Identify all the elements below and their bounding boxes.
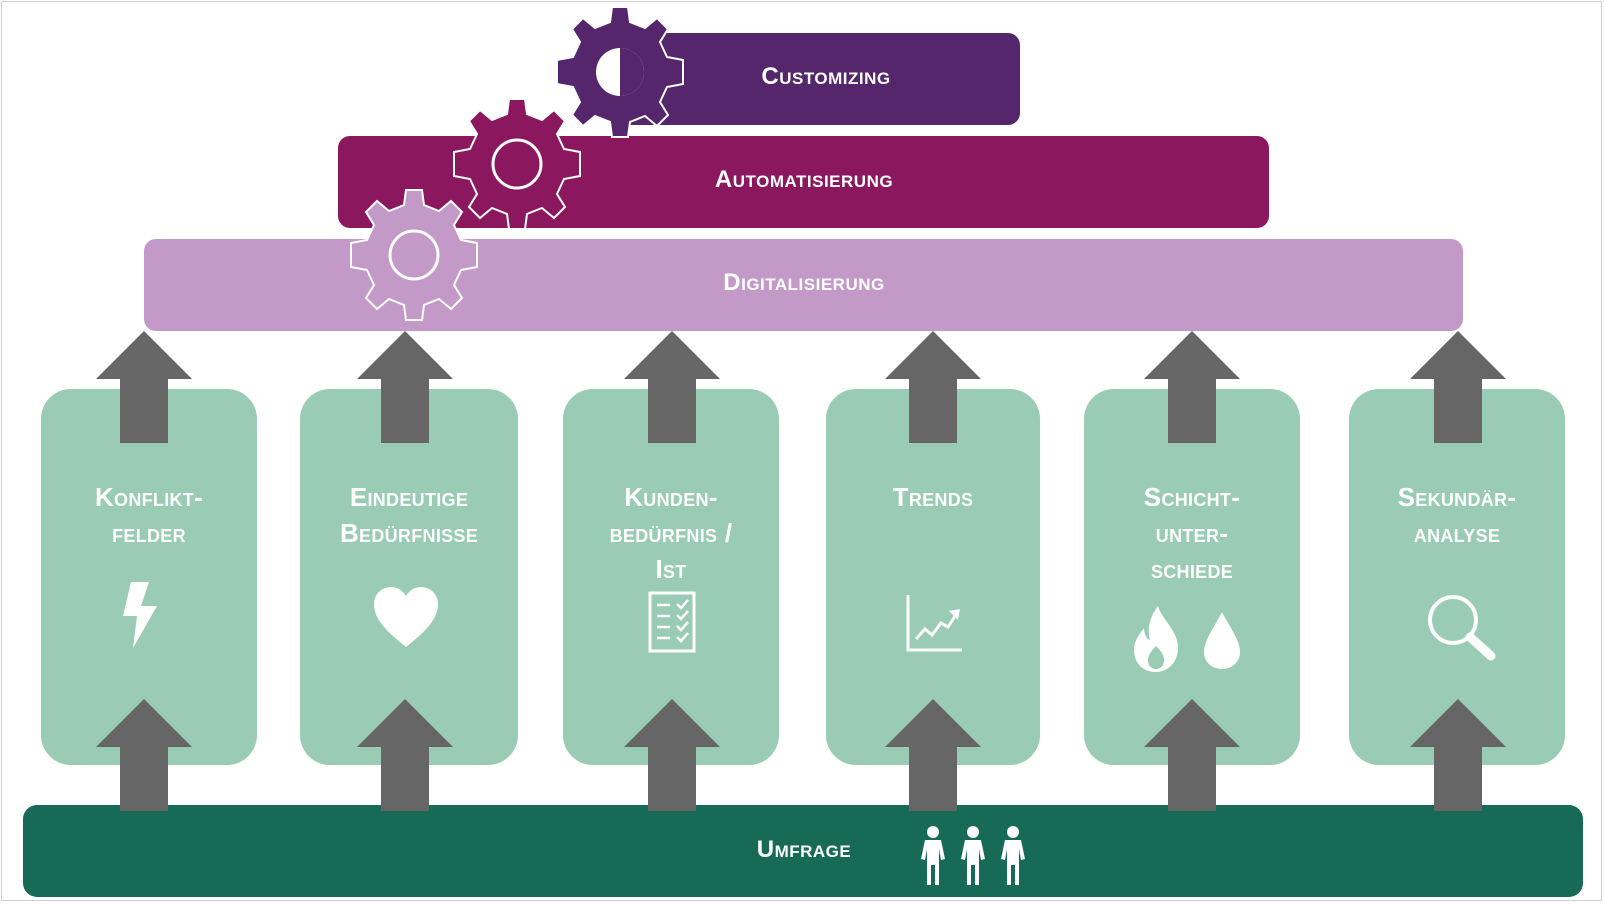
heart-icon xyxy=(374,587,438,647)
digitalisierung-label: Digitalisierung xyxy=(723,269,885,296)
person-icon xyxy=(1001,826,1025,885)
arrow-up-icon xyxy=(1410,699,1506,811)
magnifier-icon xyxy=(1428,595,1496,661)
arrow-up-icon xyxy=(624,699,720,811)
pillar-label: Schicht- unter- schiede xyxy=(1143,482,1241,584)
arrow-up-icon xyxy=(357,331,453,443)
arrow-up-icon xyxy=(357,699,453,811)
arrow-up-icon xyxy=(1144,699,1240,811)
lightning-icon xyxy=(123,582,157,648)
gear-icon xyxy=(453,98,581,230)
customizing-label: Customizing xyxy=(761,63,891,90)
arrow-up-icon xyxy=(96,331,192,443)
arrow-up-icon xyxy=(96,699,192,811)
umfrage-label: Umfrage xyxy=(756,836,852,863)
pillar-eindeutige-beduerfnisse: Eindeutige Bedürfnisse xyxy=(300,389,518,765)
arrow-up-icon xyxy=(885,331,981,443)
arrow-up-icon xyxy=(1144,331,1240,443)
fire-icon xyxy=(1134,606,1178,672)
gear-icon xyxy=(350,189,478,321)
arrow-up-icon xyxy=(624,331,720,443)
trend-chart-icon xyxy=(906,595,962,652)
pillar-label: Sekundär- analyse xyxy=(1397,482,1517,548)
arrow-up-icon xyxy=(1410,331,1506,443)
pillar-schichtunterschiede: Schicht- unter- schiede xyxy=(1084,389,1300,765)
pillar-label: Kunden- bedürfnis / Ist xyxy=(609,482,733,584)
water-drop-icon xyxy=(1204,612,1240,669)
gear-icon xyxy=(556,6,684,138)
checklist-icon xyxy=(648,591,696,653)
person-icon xyxy=(961,826,985,885)
umfrage-bar xyxy=(23,805,1583,897)
pillar-konfliktfelder: Konflikt- felder xyxy=(41,389,257,765)
person-icon xyxy=(921,826,945,885)
pillar-label: Eindeutige Bedürfnisse xyxy=(339,482,479,548)
arrow-up-icon xyxy=(885,699,981,811)
pillar-label: Trends xyxy=(892,482,974,512)
pillar-label: Konflikt- felder xyxy=(94,482,204,548)
automatisierung-label: Automatisierung xyxy=(714,166,894,193)
